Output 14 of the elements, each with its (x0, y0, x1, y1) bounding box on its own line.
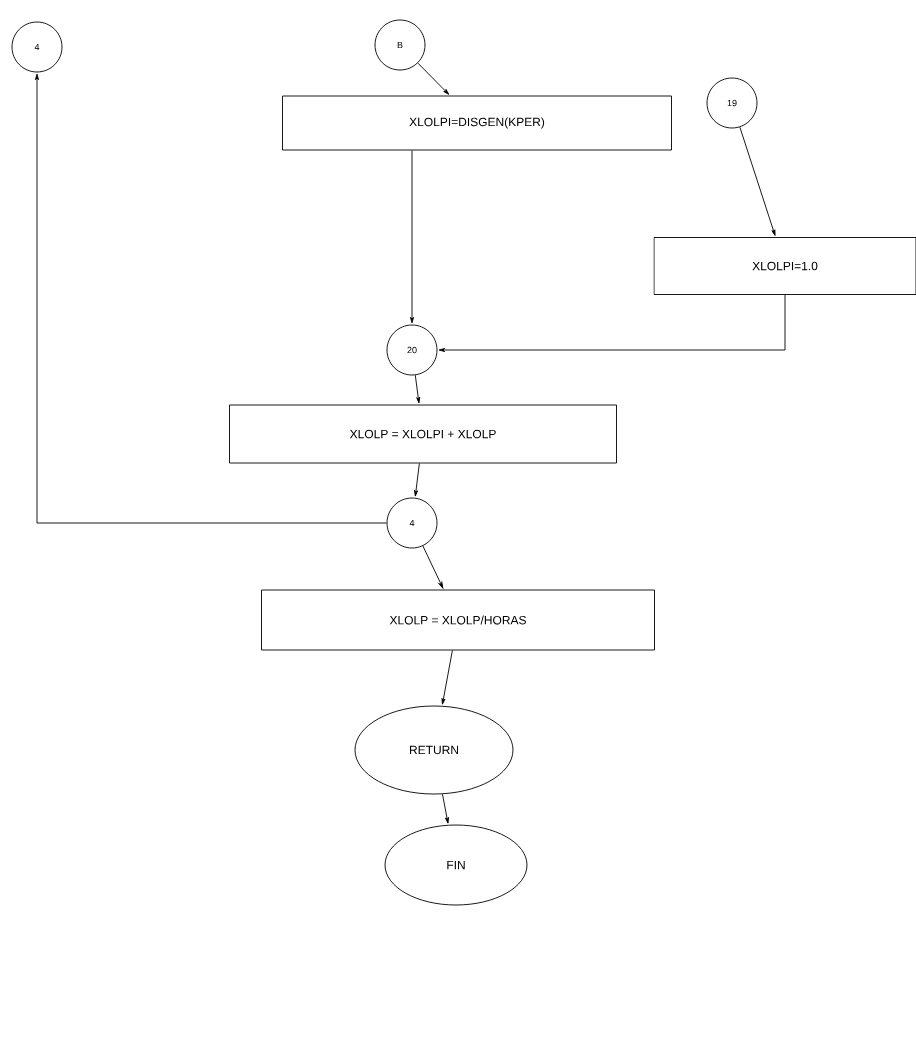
process-box: XLOLP = XLOLPI + XLOLP (229, 404, 617, 464)
arrow (410, 150, 414, 324)
arrow (441, 650, 453, 705)
arrow (442, 793, 449, 824)
arrow (739, 126, 776, 236)
arrow (414, 463, 420, 497)
arrow (417, 62, 450, 95)
process-box: XLOLPI=1.0 (653, 237, 916, 295)
arrow (422, 545, 444, 589)
arrow (414, 374, 421, 404)
arrow (438, 294, 786, 352)
arrow (35, 73, 387, 524)
process-box: XLOLPI=DISGEN(KPER) (282, 95, 672, 151)
process-box: XLOLP = XLOLP/HORAS (261, 589, 655, 651)
